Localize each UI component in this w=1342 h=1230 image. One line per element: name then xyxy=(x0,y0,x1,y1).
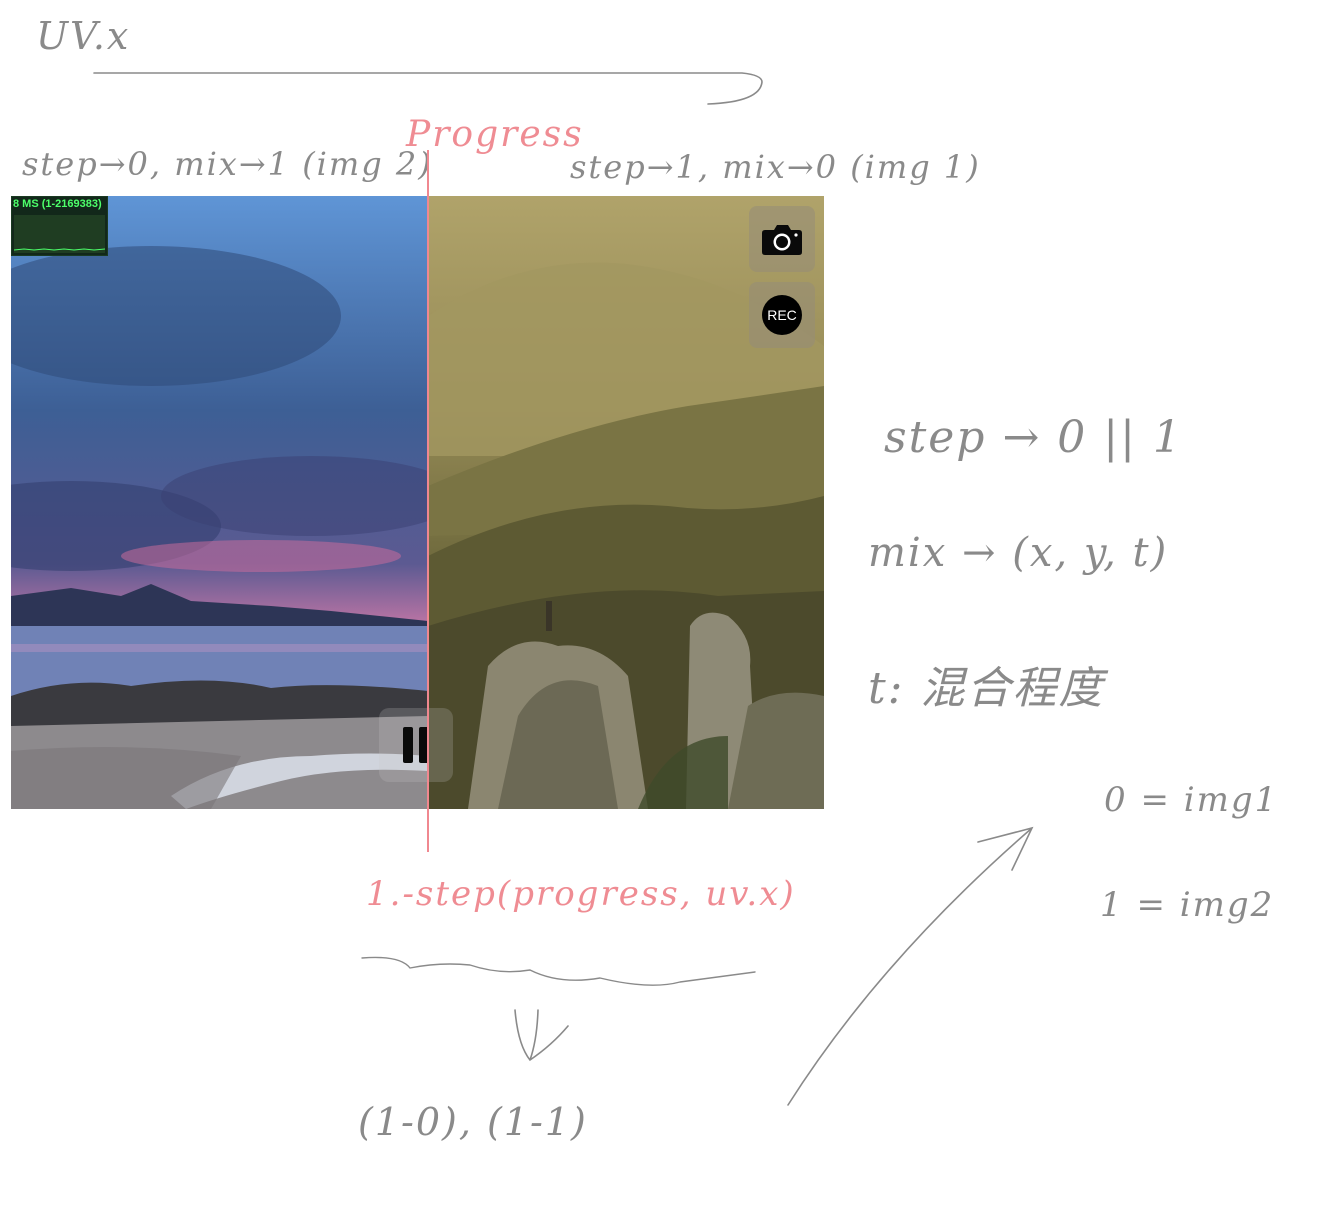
record-button[interactable]: REC xyxy=(749,282,815,348)
diagonal-arrow xyxy=(787,826,1034,1106)
pause-button[interactable] xyxy=(379,708,453,782)
record-label: REC xyxy=(767,307,797,323)
mix-rule: mix → (x, y, t) xyxy=(868,530,1169,576)
record-icon: REC xyxy=(762,295,802,335)
screenshot-button[interactable] xyxy=(749,206,815,272)
result-expression: (1-0), (1-1) xyxy=(358,1100,588,1144)
img2-seascape xyxy=(11,196,428,809)
uv-x-label: UV.x xyxy=(36,14,131,58)
pause-icon xyxy=(403,727,413,763)
wavy-underline xyxy=(361,956,756,986)
camera-icon xyxy=(762,225,802,255)
progress-line xyxy=(427,150,429,852)
formula: 1.-step(progress, uv.x) xyxy=(366,874,796,914)
performance-stats: 8 MS (1-2169383) xyxy=(11,196,108,256)
transition-viewer: 8 MS (1-2169383) REC xyxy=(11,196,824,809)
img1-mountain xyxy=(428,196,824,809)
t-rule: t: 混合程度 xyxy=(868,663,1105,714)
right-caption: step→1, mix→0 (img 1) xyxy=(570,148,981,186)
progress-label: Progress xyxy=(406,114,584,155)
stats-graph xyxy=(13,215,106,253)
double-arrow-down-icon xyxy=(514,1009,569,1062)
stats-text: 8 MS (1-2169383) xyxy=(13,198,102,210)
step-rule: step → 0 || 1 xyxy=(884,412,1183,463)
left-caption: step→0, mix→1 (img 2) xyxy=(22,145,433,183)
zero-rule: 0 = img1 xyxy=(1104,780,1279,820)
one-rule: 1 = img2 xyxy=(1100,885,1275,925)
uv-x-arrow xyxy=(93,72,763,105)
